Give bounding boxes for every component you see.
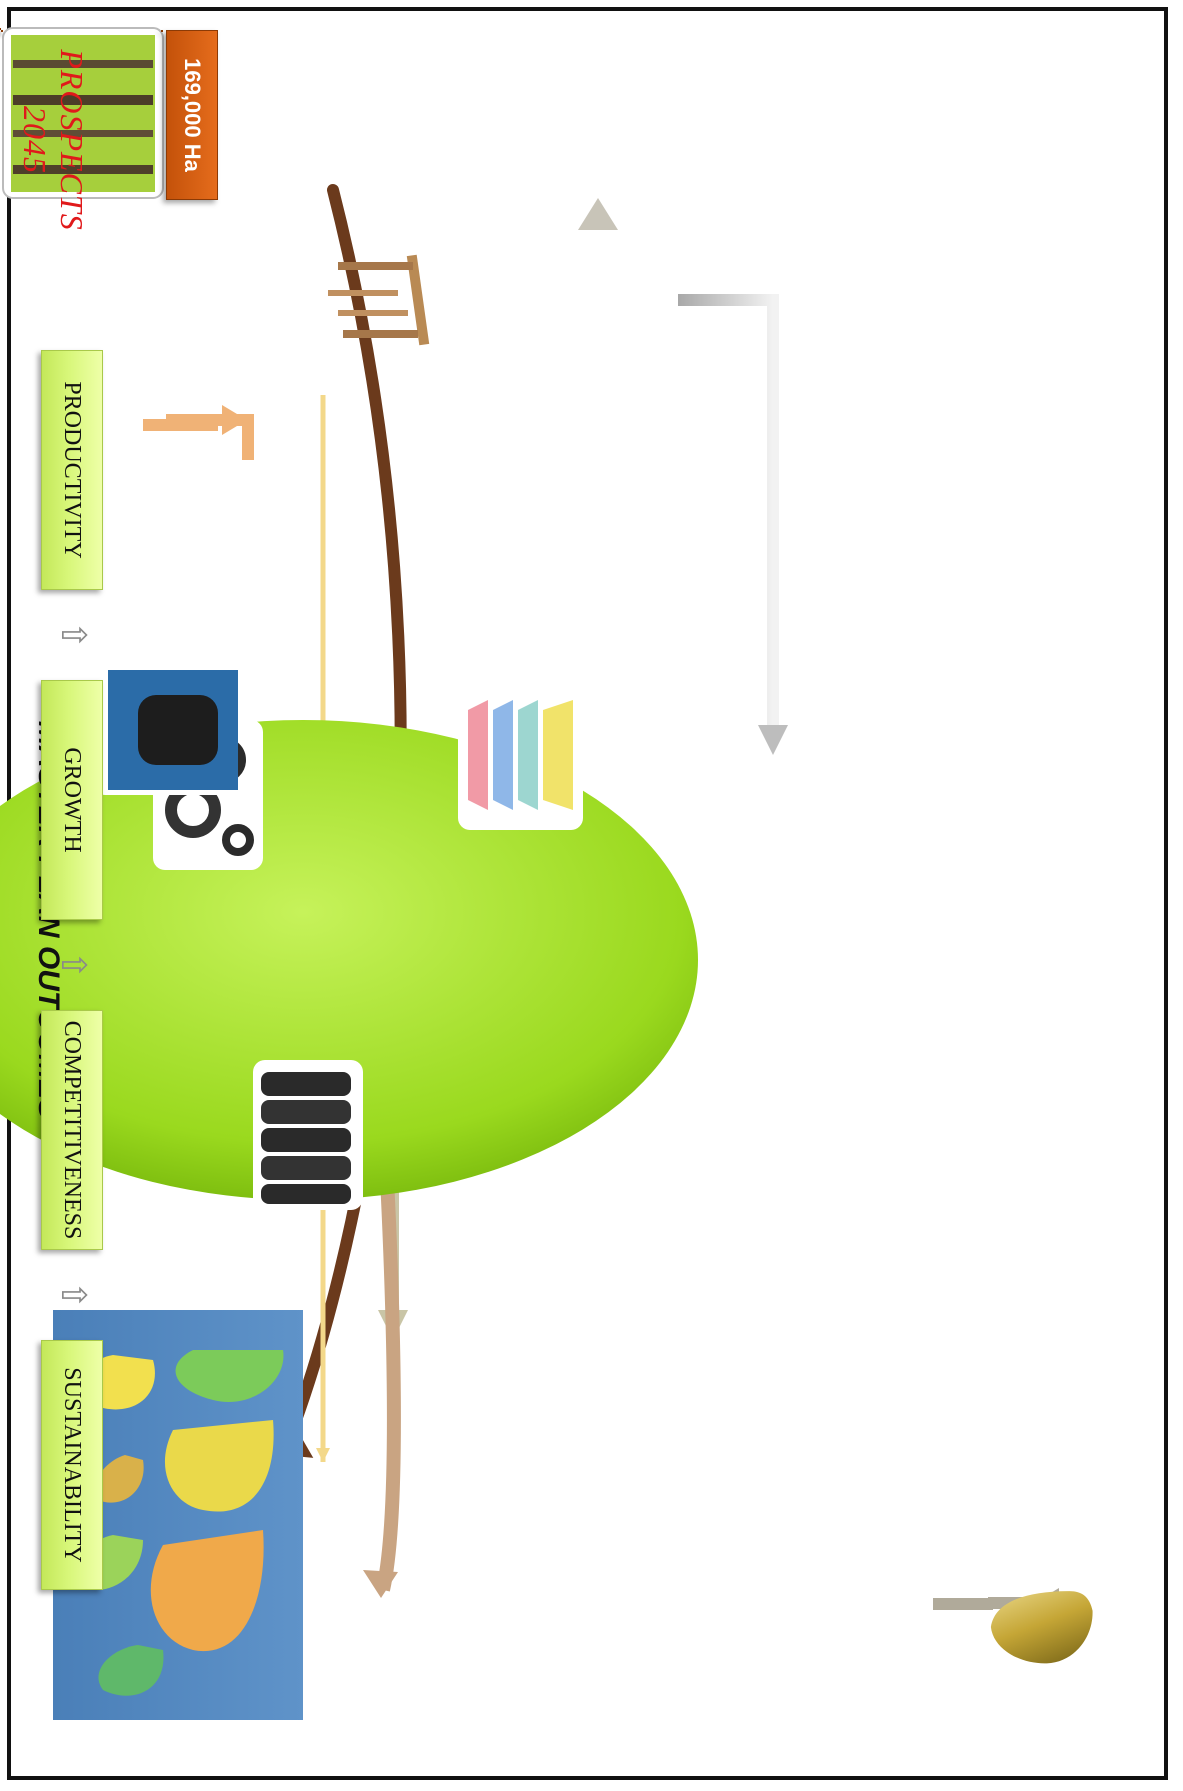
outcome-sustainability: SUSTAINABILITY bbox=[41, 1340, 103, 1590]
arrow-icon: ⇧ bbox=[54, 950, 92, 980]
prospects-title: PROSPECTS 2045 bbox=[17, 49, 90, 231]
consumption-to-manufacturing-arrow bbox=[678, 294, 779, 735]
manufacturing-ellipse bbox=[0, 720, 698, 1200]
outcome-growth: GROWTH bbox=[41, 680, 103, 920]
world-map bbox=[53, 1310, 303, 1720]
outcome-competitiveness: COMPETITIVENESS bbox=[41, 1010, 103, 1250]
arrow-icon: ⇧ bbox=[54, 620, 92, 650]
outcome-productivity: PRODUCTIVITY bbox=[41, 350, 103, 590]
arrow-icon: ⇧ bbox=[54, 1280, 92, 1310]
gloves-photo bbox=[458, 680, 583, 830]
plantation-photo bbox=[2, 27, 164, 199]
rubber-wood-stool-icon bbox=[328, 254, 430, 346]
rubber-tracks-photo bbox=[93, 665, 238, 795]
tyres-photo bbox=[253, 1060, 363, 1210]
sri-lanka-map-icon bbox=[990, 1591, 1093, 1664]
land-area-box: 169,000 Ha bbox=[166, 30, 218, 200]
impact-line-placeholder bbox=[1123, 1650, 1173, 1790]
spacer bbox=[1, 30, 3, 32]
spacer bbox=[161, 30, 163, 32]
